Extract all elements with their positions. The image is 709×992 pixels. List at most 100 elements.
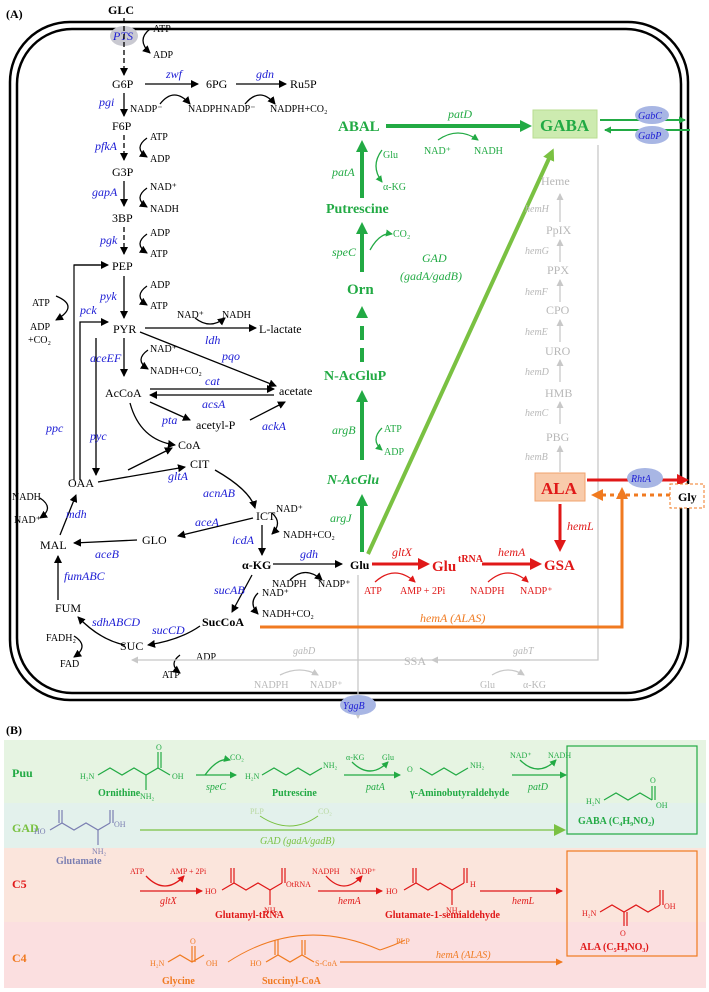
nadph-gabd: NADPH: [254, 680, 288, 691]
acetyl-p: acetyl-P: [196, 418, 236, 432]
f6p: F6P: [112, 119, 132, 133]
acnab: acnAB: [203, 486, 236, 500]
6pg: 6PG: [206, 77, 228, 91]
adp2: ADP: [150, 154, 170, 165]
put-nh2: NH₂: [323, 761, 338, 770]
hmb: HMB: [545, 386, 572, 400]
ala-box: [534, 472, 586, 502]
gab-nh2: NH₂: [470, 761, 485, 770]
gaba: GABA: [540, 116, 590, 135]
pgk-adp-arc: [138, 233, 148, 254]
hema-nadph-arc: [487, 572, 529, 583]
glutamate-structure: [49, 810, 114, 845]
ala: ALA: [541, 479, 578, 498]
pgk: pgk: [99, 233, 118, 247]
acsa: acsA: [202, 397, 226, 411]
spec-b: speC: [206, 782, 226, 793]
gaba-formula: GABA (C₄H₉NO₂): [578, 816, 655, 827]
heme: Heme: [541, 174, 570, 188]
3bp: 3BP: [112, 211, 133, 225]
ala-b-box: [566, 850, 698, 957]
pata: patA: [331, 165, 355, 179]
mdh-nadh-arc: [39, 497, 49, 519]
succoa-b: Succinyl-CoA: [262, 976, 322, 987]
glo: GLO: [142, 533, 167, 547]
cpo: CPO: [546, 303, 570, 317]
mdh: mdh: [66, 507, 87, 521]
nadph-hema: NADPH: [470, 586, 504, 597]
ala-o: O: [620, 929, 626, 938]
gltx-b-arc: [145, 875, 185, 887]
gabc-transporter: [635, 106, 669, 124]
sucab: sucAB: [214, 583, 245, 597]
otrna: OtRNA: [286, 880, 311, 889]
spec-co2-b-arc: [204, 755, 231, 776]
oaa: OAA: [68, 476, 94, 490]
spec-co2-arc: [369, 229, 393, 251]
gabp-transporter: [635, 126, 669, 144]
gdn-cofactor-arc: [244, 94, 276, 105]
gsa-structure: [403, 868, 468, 905]
atp2: ATP: [150, 132, 168, 143]
l-lactate: L-lactate: [259, 322, 302, 336]
amp-b: AMP + 2Pi: [170, 867, 207, 876]
gly-box: [669, 483, 705, 509]
glta: gltA: [168, 469, 189, 483]
hema-alas-b: hemA (ALAS): [436, 950, 491, 961]
abal: ABAL: [338, 119, 380, 135]
pyk: pyk: [99, 289, 117, 303]
atp-pck: ATP: [32, 298, 50, 309]
gsa-b: Glutamate-1-semialdehyde: [385, 910, 501, 921]
orn-oh: OH: [172, 772, 184, 781]
trna: tRNA: [458, 554, 484, 565]
puu-row: [4, 740, 706, 803]
akg: α-KG: [242, 558, 271, 572]
suc: SUC: [120, 639, 143, 653]
gabd-nadph-arc: [279, 669, 319, 676]
acetylp-acetate-arrow: [249, 401, 286, 421]
icd-nadh: NADH+CO₂: [283, 530, 335, 541]
sdhABCD: sdhABCD: [92, 615, 140, 629]
panel-b-label: (B): [6, 723, 22, 737]
ala-formula: ALA (C₅H₉NO₃): [580, 942, 649, 953]
fad: FAD: [60, 659, 79, 670]
icd-nad-arc: [271, 512, 280, 535]
gabt-glu-arc: [491, 668, 525, 676]
ldh: ldh: [205, 333, 220, 347]
glutamate-ho: HO: [34, 827, 46, 836]
patd-nad-arc: [437, 132, 479, 141]
nad-mdh: NAD⁺: [14, 515, 41, 526]
gab-ald-structure: [419, 767, 469, 776]
c4-condensation-arc: [227, 934, 381, 963]
glycine: Glycine: [162, 976, 195, 987]
gly-o: O: [190, 937, 196, 946]
nadp1: NADP⁻: [130, 104, 163, 115]
pfka-atp-arc: [138, 137, 148, 158]
cit: CIT: [190, 457, 210, 471]
row-label-gad: GAD: [12, 821, 39, 835]
gdn: gdn: [256, 67, 274, 81]
adp-suc: ADP: [196, 652, 216, 663]
ppc: ppc: [45, 421, 64, 435]
adp-argb: ADP: [384, 447, 404, 458]
pata-b-arc: [351, 761, 389, 772]
pata-glu-arc: [375, 149, 383, 183]
gapa: gapA: [92, 185, 118, 199]
succd: sucCD: [152, 623, 185, 637]
adp-pck: ADP: [30, 322, 50, 333]
nadph1: NADPH: [188, 104, 222, 115]
succoa-ho: HO: [250, 959, 262, 968]
pck: pck: [79, 303, 97, 317]
gad-genes: (gadA/gadB): [400, 269, 462, 283]
hema-alas: hemA (ALAS): [420, 611, 485, 625]
row-label-c5: C5: [12, 877, 27, 891]
hema-b: hemA: [338, 896, 362, 907]
hemd: hemD: [525, 367, 550, 378]
glutrna-ho: HO: [205, 887, 217, 896]
acetate: acetate: [279, 384, 312, 398]
pts-atp-arc: [142, 28, 151, 54]
succoa-structure: [265, 940, 315, 963]
co2-gad: CO₂: [318, 807, 332, 816]
oaa-cit-arrow: [97, 464, 186, 483]
pqo: pqo: [221, 349, 240, 363]
